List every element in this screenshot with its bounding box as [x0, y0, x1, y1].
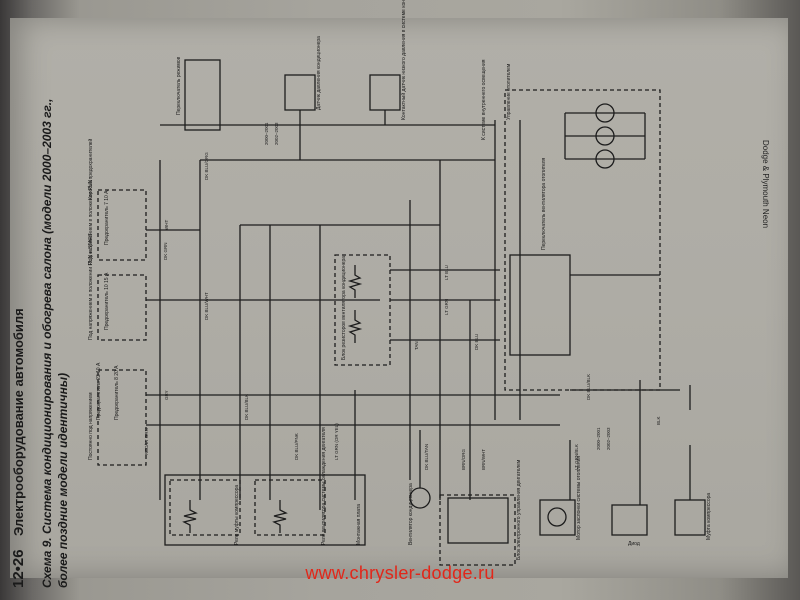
wire-label-5: LT GRN (OR YEL) — [334, 423, 339, 460]
label-relay-2: Реле вентилятора системы охлаждения двиг… — [321, 427, 327, 545]
label-control-unit: Управление отопителем — [506, 63, 512, 120]
fuse-box-run — [97, 189, 147, 261]
wire-label-7: WHT — [164, 220, 169, 230]
label-clutch: Муфта компрессора — [706, 493, 712, 540]
wire-label-4: DK BLU/PNK — [294, 433, 299, 460]
wire-label-8: GRY — [164, 390, 169, 400]
mode-switch — [184, 59, 221, 131]
label-jb: К системе внутреннего освещения — [481, 59, 487, 140]
pressure-switch-1 — [284, 74, 316, 111]
label-fan-motor: Вентилятор кондиционера — [408, 483, 414, 545]
wire-label-2: DK BLU/WHT — [204, 292, 209, 320]
blend-door-motor — [539, 499, 576, 536]
label-fuse-box: Коробка предохранителей — [87, 138, 94, 200]
compressor-clutch — [674, 499, 706, 536]
wire-label-17: DK BLU/TAN — [424, 444, 429, 470]
label-power-module: Блок электронного управления двигателем — [516, 459, 522, 560]
diode-block — [611, 504, 648, 536]
wire-label-15: BRN/WHT — [481, 449, 486, 470]
label-pressure-sensor: Датчик давления кондиционера — [316, 36, 322, 110]
label-run: Под напряжением в положении RUN — [88, 179, 94, 265]
label-fuse-8: Предохранитель 8 20 A — [114, 365, 120, 420]
pressure-switch-2 — [369, 74, 401, 111]
year-label-3: 2000–2001 — [596, 427, 601, 450]
wire-label-3: DK BLU/BLK — [244, 394, 249, 420]
relay-box-1 — [169, 479, 241, 536]
fuse-box-run-start — [97, 274, 147, 341]
wire-label-18: LT GRN/BLK — [574, 444, 579, 470]
relay-box-2 — [254, 479, 326, 536]
blower-resistor-block — [334, 254, 391, 366]
wire-label-19: DK BLU/BLK — [586, 374, 591, 400]
wire-label-6: DK GRN — [163, 242, 168, 260]
label-fuse-10: Предохранитель 10 15 A — [104, 272, 110, 330]
label-ac-pressure: Контактный датчик низкого давления в сис… — [400, 0, 407, 120]
wire-label-13: DK BLU — [474, 334, 479, 350]
label-blower-switch: Переключатель вентилятора отопителя — [541, 157, 547, 250]
wire-label-14: BRN/ORG — [461, 448, 466, 470]
wire-label-12: LT GRN — [444, 299, 449, 315]
label-blend-motor: Мотор заслонки системы отопления — [576, 456, 582, 540]
label-relay-1: Реле муфты компрессора — [234, 485, 240, 545]
fuse-box-hot — [97, 369, 147, 466]
year-label-4: 2002–2003 — [606, 427, 611, 450]
label-fuse-23: Предохранитель 23 10 A — [96, 362, 102, 420]
year-label-2: 2002–2003 — [274, 122, 279, 145]
wire-label-11: LT BLU — [444, 265, 449, 280]
label-fuse-7: Предохранитель 7 10 A — [104, 190, 110, 245]
label-run-start: Под напряжением в положении RUN и START — [88, 233, 94, 340]
heater-control-box — [504, 89, 661, 391]
watermark-url: www.chrysler-dodge.ru — [305, 563, 495, 583]
mounting-block — [164, 474, 366, 546]
label-mount-block: Монтажная плата — [356, 504, 362, 545]
wire-label-16: RED/LT GRN — [144, 428, 149, 455]
label-mode-switch: Переключатель режимов — [176, 56, 182, 115]
power-module-box — [447, 497, 509, 544]
label-diode: Диод — [628, 541, 640, 547]
label-blower-resistor: Блок резисторов вентилятора кондиционера — [341, 256, 347, 360]
wire-label-1: DK BLU/ORG — [204, 152, 209, 180]
wire-label-9: BLK — [656, 416, 661, 425]
label-hot: Постоянно под напряжением — [88, 392, 94, 460]
year-label-1: 2000–2001 — [264, 122, 269, 145]
manual-page — [10, 18, 788, 578]
blower-switch-block — [509, 254, 571, 356]
wire-label-10: TAN — [414, 341, 419, 350]
